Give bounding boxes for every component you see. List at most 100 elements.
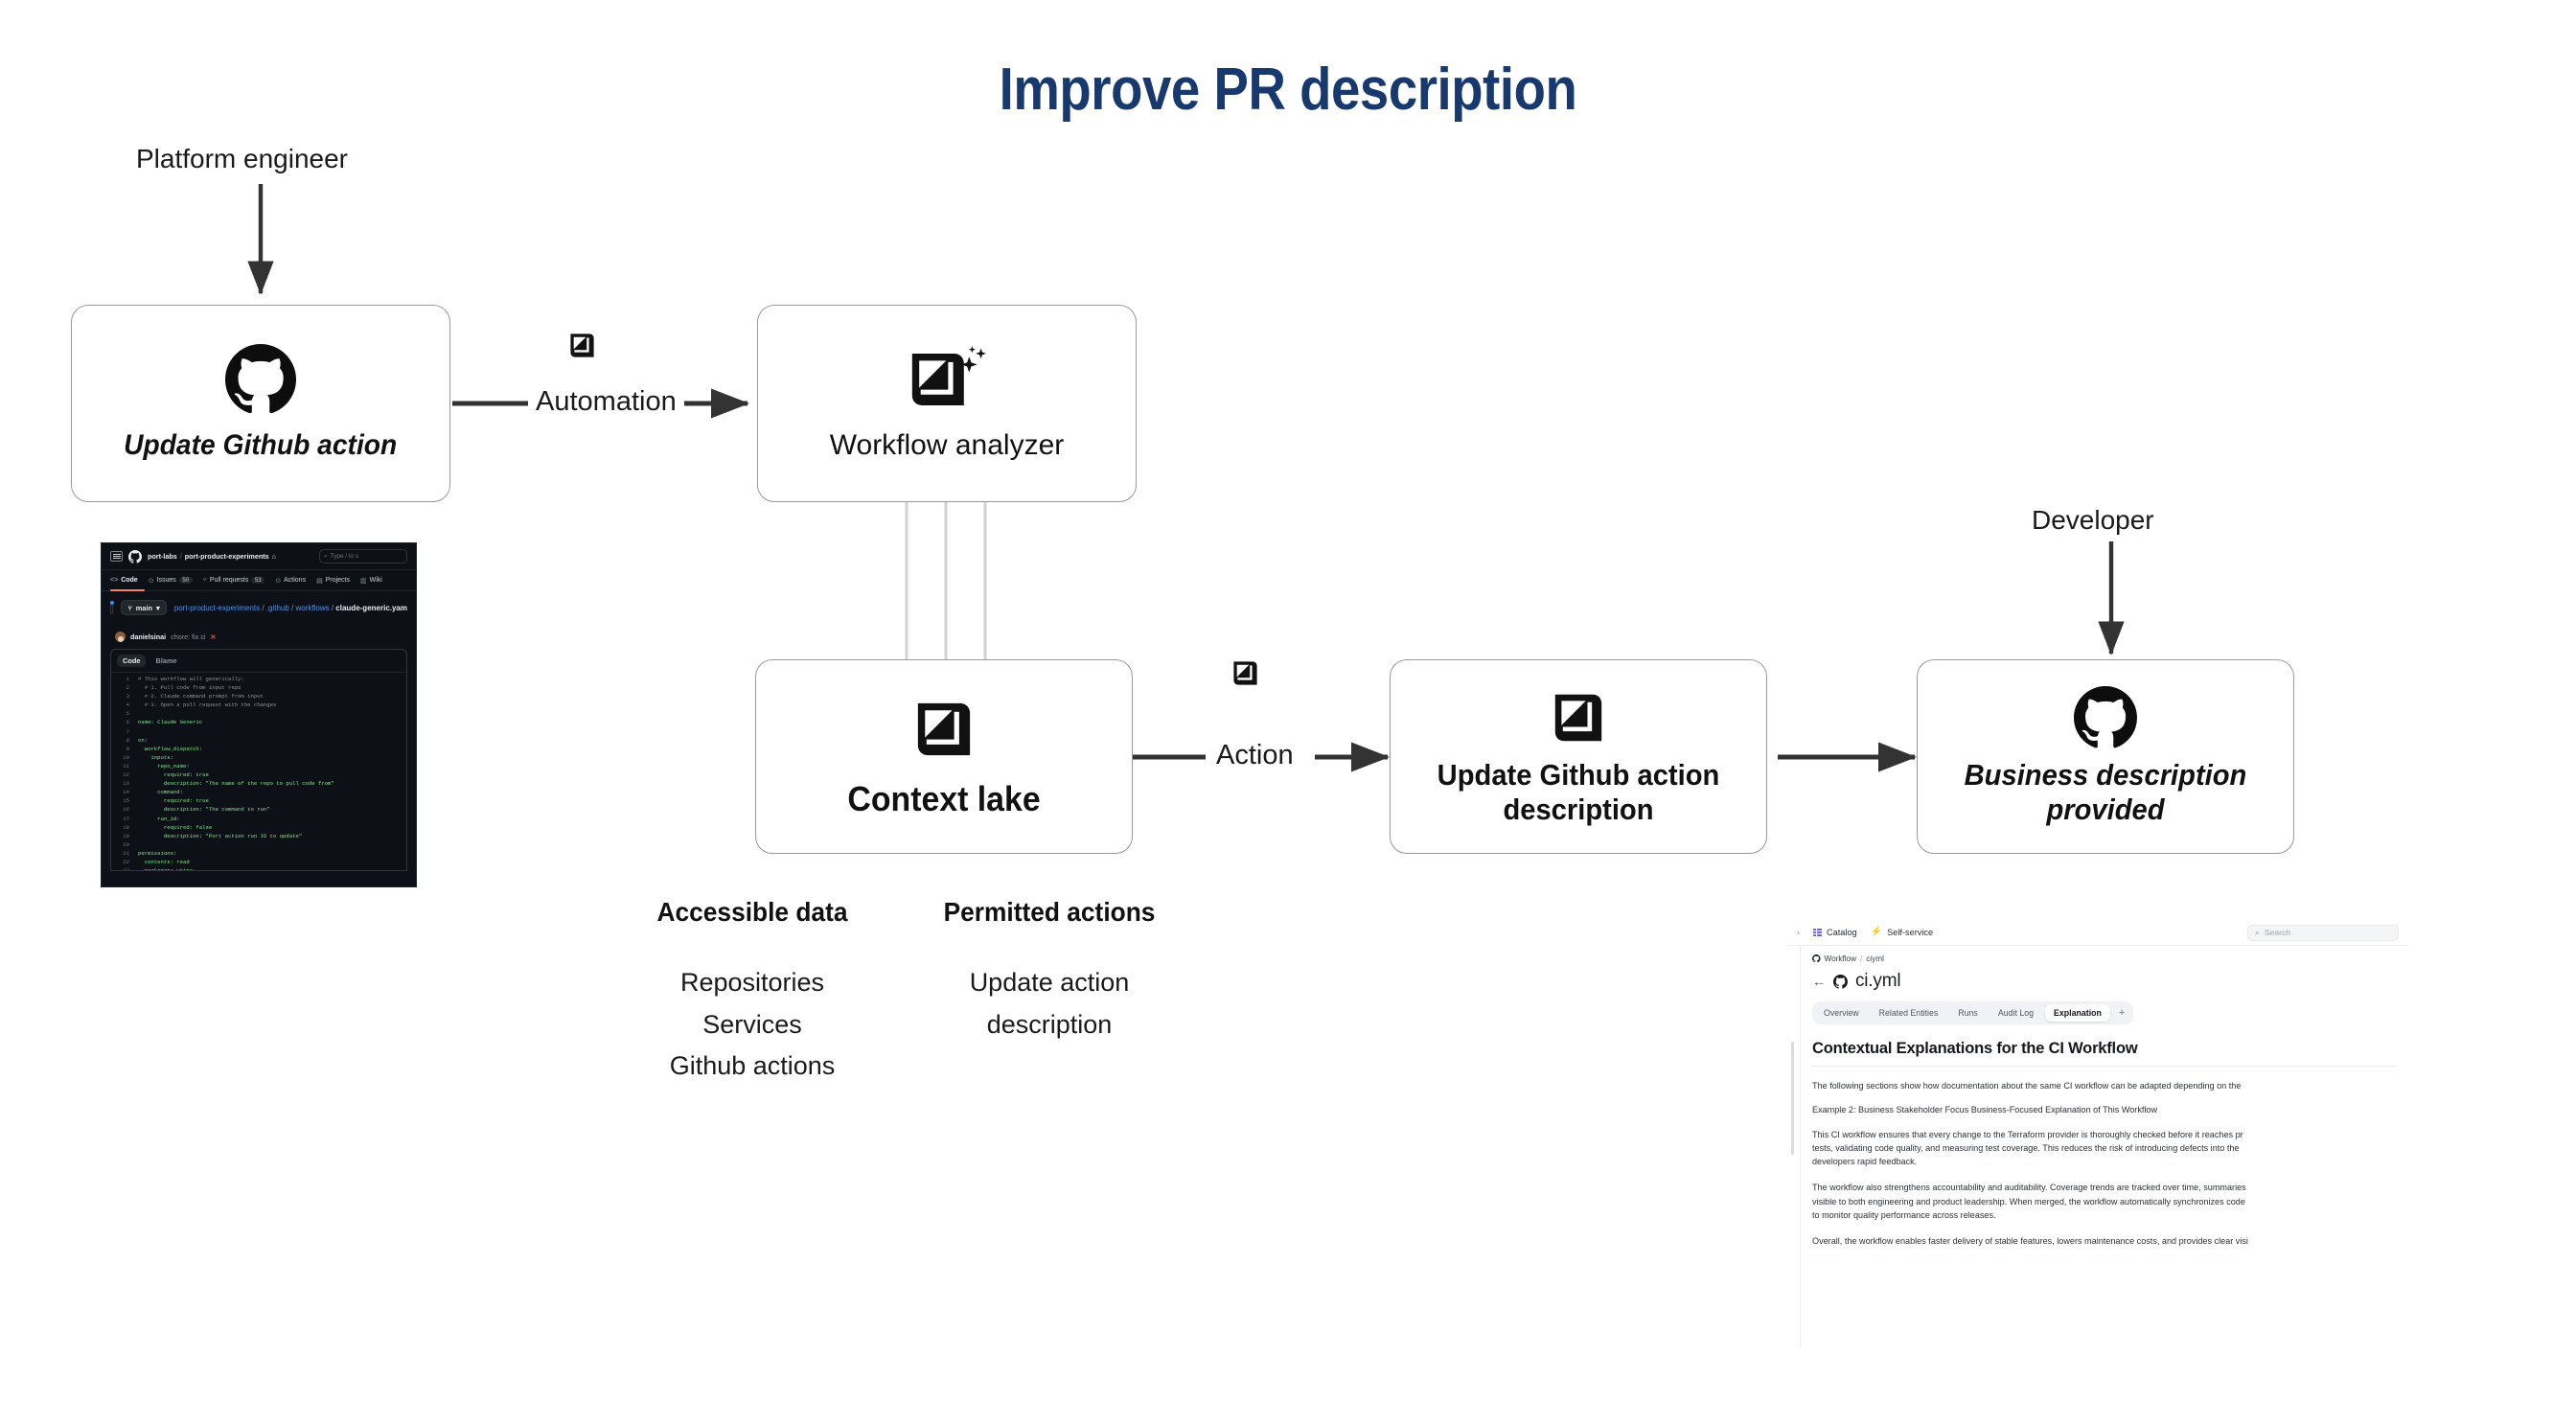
code-line: 17 run_id: xyxy=(111,815,406,823)
path-part[interactable]: .github xyxy=(265,603,289,612)
line-text: packages: write xyxy=(138,867,194,871)
scrollbar-thumb[interactable] xyxy=(1791,1042,1795,1155)
line-text: required: true xyxy=(138,771,209,779)
node-label: Business description provided xyxy=(1964,758,2247,826)
overflow-menu-icon[interactable]: › xyxy=(1797,928,1800,937)
column-heading: Accessible data xyxy=(656,897,848,927)
line-text: permissions: xyxy=(138,849,177,857)
tab-runs[interactable]: Runs xyxy=(1958,1008,1978,1018)
column-accessible-data: Accessible data Repositories Services Gi… xyxy=(613,897,891,1088)
node-context-lake[interactable]: Context lake xyxy=(755,659,1133,854)
port-nav-catalog[interactable]: Catalog xyxy=(1813,928,1857,937)
nav-label: Pull requests xyxy=(209,577,249,584)
github-nav-actions[interactable]: ⊙Actions xyxy=(275,577,306,585)
nav-label: Projects xyxy=(325,577,351,584)
add-tab-button[interactable]: + xyxy=(2118,1007,2126,1019)
column-item: Repositories xyxy=(679,968,825,997)
node-workflow-analyzer[interactable]: Workflow analyzer xyxy=(757,305,1137,502)
book-icon: ▥ xyxy=(360,577,367,585)
code-line: 10 inputs: xyxy=(111,753,406,762)
port-icon-automation xyxy=(566,330,598,366)
hamburger-menu-icon[interactable] xyxy=(110,551,123,562)
code-line: 18 required: false xyxy=(111,823,406,832)
path-part[interactable]: port-product-experiments xyxy=(173,603,261,612)
branch-selector[interactable]: ⑂ main ▾ xyxy=(121,600,167,615)
node-update-github-action[interactable]: Update Github action xyxy=(71,305,450,502)
line-text: description: "The name of the repo to pu… xyxy=(138,780,334,788)
github-nav-wiki[interactable]: ▥Wiki xyxy=(360,577,382,585)
github-repo[interactable]: port-product-experiments xyxy=(184,552,269,561)
line-number: 3 xyxy=(126,693,129,701)
explanation-paragraph: Overall, the workflow enables faster del… xyxy=(1812,1236,2248,1247)
code-line: 23 packages: write xyxy=(111,866,406,871)
page-title: ci.yml xyxy=(1855,971,1901,991)
line-text: required: false xyxy=(138,823,213,831)
actor-label-developer: Developer xyxy=(2032,505,2154,535)
code-line: 14 command: xyxy=(111,788,406,796)
tab-overview[interactable]: Overview xyxy=(1824,1008,1859,1018)
line-number: 16 xyxy=(123,806,129,814)
github-search-input[interactable]: ⌕ Type / to s xyxy=(319,549,407,563)
code-line: 13 description: "The name of the repo to… xyxy=(111,779,406,788)
github-octocat-icon xyxy=(2074,686,2137,754)
breadcrumb-separator: / xyxy=(179,552,182,561)
port-screenshot[interactable]: › Catalog ⚡ Self-service ⌕ Search Work xyxy=(1787,920,2408,1348)
actor-label-platform-engineer: Platform engineer xyxy=(136,144,349,173)
column-item: Services xyxy=(702,1009,802,1039)
tab-explanation[interactable]: Explanation xyxy=(2045,1004,2110,1022)
code-line: 4 # 3. Open a pull request with the chan… xyxy=(111,701,406,709)
line-text: # 2. Claude command prompt from input xyxy=(138,693,264,701)
github-octocat-icon[interactable] xyxy=(128,549,142,563)
code-line: 22 contents: read xyxy=(111,858,406,866)
file-path-breadcrumb: port-product-experiments / .github / wor… xyxy=(173,603,407,612)
github-breadcrumb: port-labs / port-product-experiments ⌂ xyxy=(148,552,276,561)
port-icon xyxy=(1547,686,1610,754)
github-search-placeholder: Type / to s xyxy=(330,553,359,560)
tab-blame[interactable]: Blame xyxy=(155,656,177,665)
commit-author[interactable]: danielsinai xyxy=(130,632,167,641)
explanation-paragraph: This CI workflow ensures that every chan… xyxy=(1812,1129,2243,1167)
github-nav-code[interactable]: <>Code xyxy=(110,577,138,584)
nav-label: Code xyxy=(121,577,138,584)
line-text: command: xyxy=(138,789,183,796)
nav-label: Self-service xyxy=(1887,928,1934,937)
path-part[interactable]: workflows xyxy=(295,603,330,612)
tab-audit-log[interactable]: Audit Log xyxy=(1997,1008,2035,1018)
node-update-github-action-description[interactable]: Update Github action description xyxy=(1390,659,1767,854)
line-number: 14 xyxy=(123,789,129,796)
github-screenshot[interactable]: port-labs / port-product-experiments ⌂ ⌕… xyxy=(101,542,417,887)
github-nav-projects[interactable]: ▤Projects xyxy=(316,577,350,585)
code-blame-tabs: Code Blame xyxy=(111,650,406,672)
column-heading: Permitted actions xyxy=(943,897,1156,927)
line-number: 22 xyxy=(123,858,129,865)
port-title-row: ← ci.yml xyxy=(1812,971,2408,992)
tab-related-entities[interactable]: Related Entities xyxy=(1878,1008,1939,1018)
port-nav-self-service[interactable]: ⚡ Self-service xyxy=(1871,928,1934,938)
breadcrumb-entity[interactable]: Workflow xyxy=(1824,954,1857,963)
tab-code[interactable]: Code xyxy=(117,655,147,667)
port-sidebar-rail xyxy=(1787,946,1801,1348)
line-number: 19 xyxy=(123,832,129,839)
breadcrumb-separator: / xyxy=(1860,954,1863,963)
code-line: 2 # 1. Pull code from input repo xyxy=(111,683,406,692)
sidebar-toggle-icon[interactable] xyxy=(110,600,115,614)
code-viewer[interactable]: 1# This workflow will generically:2 # 1.… xyxy=(111,672,406,871)
failed-x-icon[interactable]: ✕ xyxy=(210,632,217,641)
port-search-input[interactable]: ⌕ Search xyxy=(2247,924,2399,941)
lock-icon: ⌂ xyxy=(271,552,276,561)
node-label: Update Github action xyxy=(124,429,398,462)
code-line: 5 xyxy=(111,709,406,718)
path-current: claude-generic.yam xyxy=(335,603,407,612)
github-octocat-icon xyxy=(1812,954,1821,963)
search-icon: ⌕ xyxy=(324,552,328,560)
node-label: Update Github action description xyxy=(1437,758,1720,826)
arrow-left-icon[interactable]: ← xyxy=(1812,974,1826,989)
github-path-row: ⑂ main ▾ port-product-experiments / .git… xyxy=(102,591,416,624)
node-business-description-provided[interactable]: Business description provided xyxy=(1917,659,2294,854)
github-org[interactable]: port-labs xyxy=(148,552,177,561)
